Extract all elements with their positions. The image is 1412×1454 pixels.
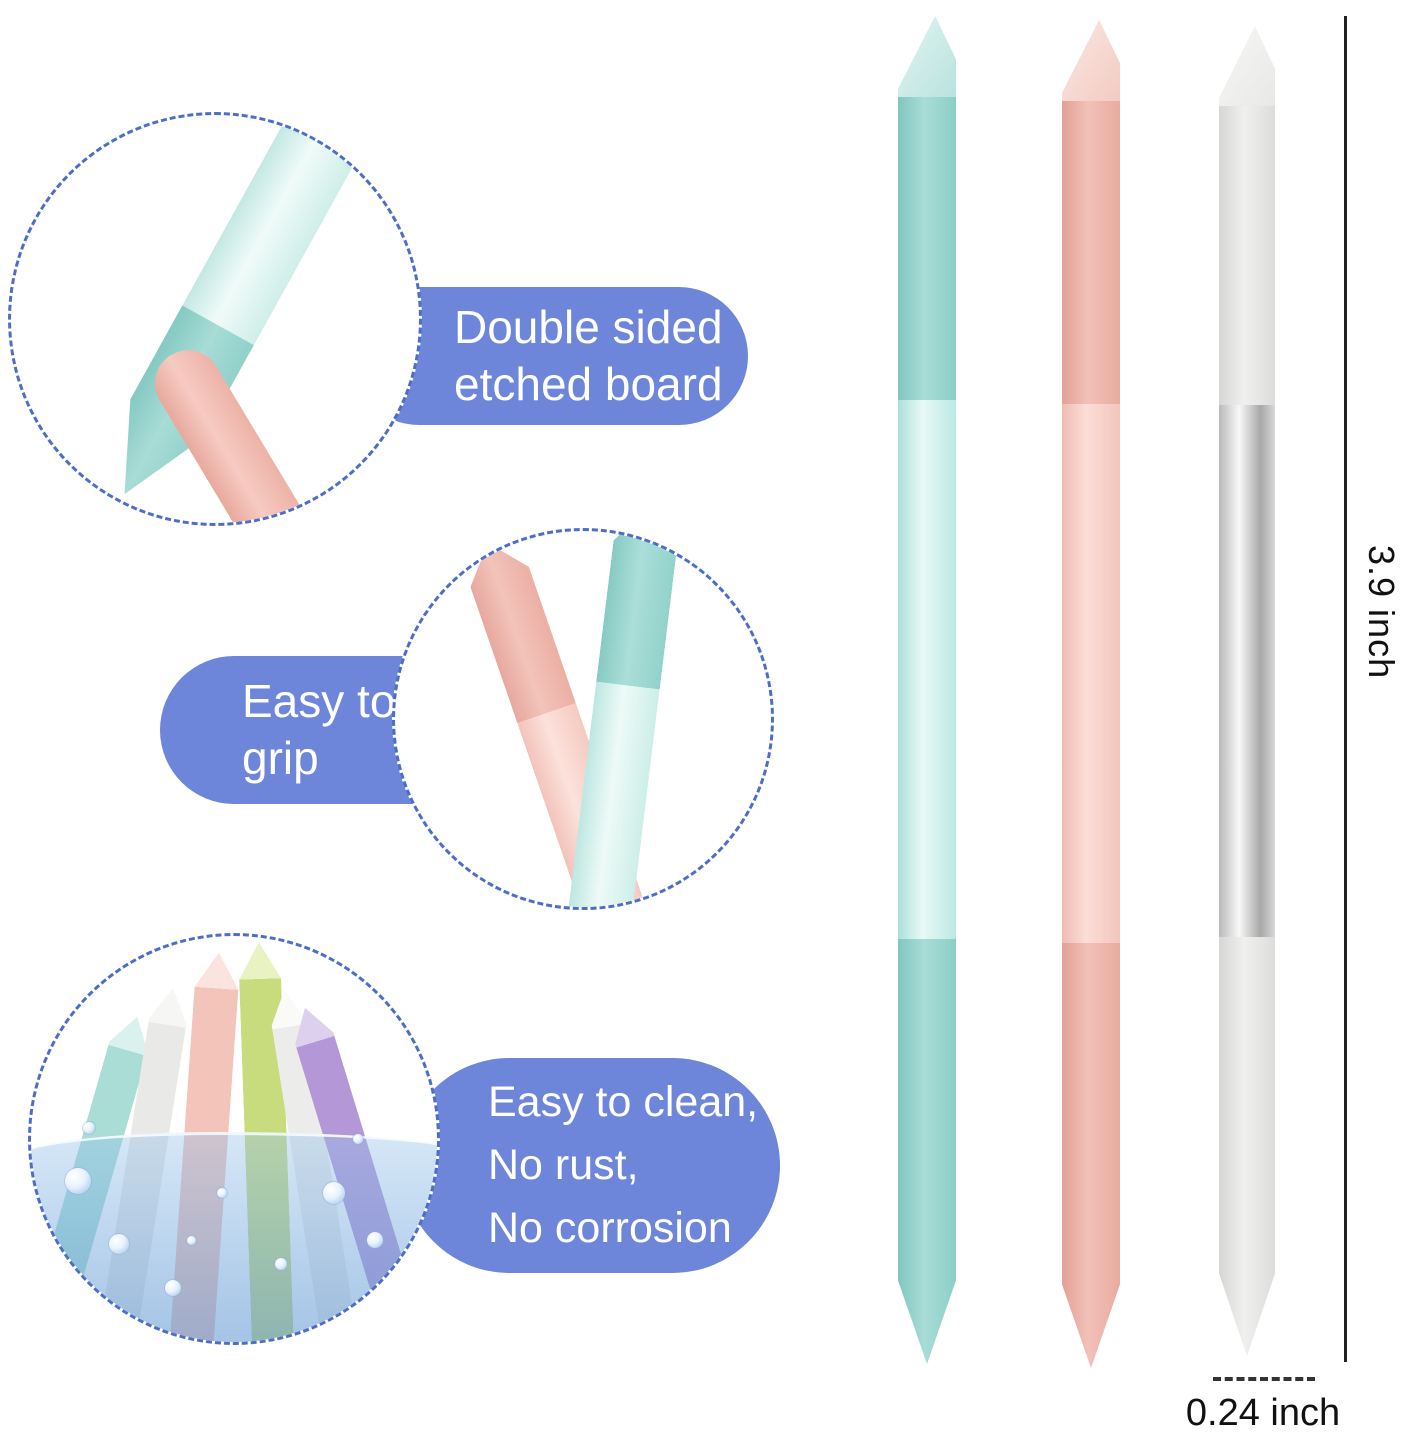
stick-frosted-section	[898, 939, 956, 1364]
stick-tip-face	[898, 16, 956, 97]
callout-text-line: No corrosion	[488, 1204, 732, 1252]
mint-stick-closeup	[566, 528, 682, 910]
stick-frosted-section	[898, 96, 956, 401]
callout-text-line: Easy to clean,	[488, 1078, 759, 1126]
callout-text-line: etched board	[454, 358, 723, 410]
callout-text-line: Easy to	[242, 675, 396, 727]
stick-pink-shape	[1062, 20, 1120, 1368]
callout-circle-double-sided	[8, 112, 422, 526]
rod-frosted-tip	[596, 528, 682, 689]
stick-silver-band	[1219, 405, 1275, 938]
rod-frosted-tip	[459, 533, 576, 723]
stick-tip-face	[1219, 26, 1275, 106]
bubble	[217, 1188, 227, 1198]
callout-circle-easy-clean	[28, 933, 440, 1345]
bubble	[109, 1234, 129, 1254]
length-measure-line	[1344, 16, 1347, 1362]
callout-circle-easy-grip	[392, 528, 774, 910]
stick-mint	[898, 16, 956, 1364]
stick-tip-face	[1062, 20, 1120, 101]
callout-text-line: grip	[242, 732, 319, 784]
stick-handle	[1062, 404, 1120, 944]
width-label: 0.24 inch	[1185, 1392, 1341, 1434]
callout-text-line: Double sided	[454, 301, 723, 353]
stick-white	[1219, 26, 1275, 1356]
stick-frosted-section	[1062, 943, 1120, 1368]
stick-white-shape	[1219, 26, 1275, 1356]
stick-frosted-section	[1219, 937, 1275, 1356]
bubble	[367, 1232, 383, 1248]
callout-text-line: No rust,	[488, 1141, 639, 1189]
stick-handle	[898, 400, 956, 940]
stick-frosted-section	[1062, 100, 1120, 405]
bubble	[83, 1122, 95, 1134]
bubble	[275, 1258, 287, 1270]
stick-frosted-section	[1219, 105, 1275, 406]
callout-label-easy-clean: Easy to clean, No rust, No corrosion	[402, 1058, 780, 1273]
length-label: 3.9 inch	[1361, 545, 1402, 680]
bubble	[187, 1236, 196, 1245]
bubble	[65, 1168, 91, 1194]
bubble	[323, 1182, 345, 1204]
rod-smooth-section	[182, 112, 368, 345]
stick-pink	[1062, 20, 1120, 1368]
stick-mint-shape	[898, 16, 956, 1364]
bubble	[165, 1280, 181, 1296]
width-measure-dashes	[1213, 1377, 1315, 1381]
bubble	[353, 1134, 363, 1144]
